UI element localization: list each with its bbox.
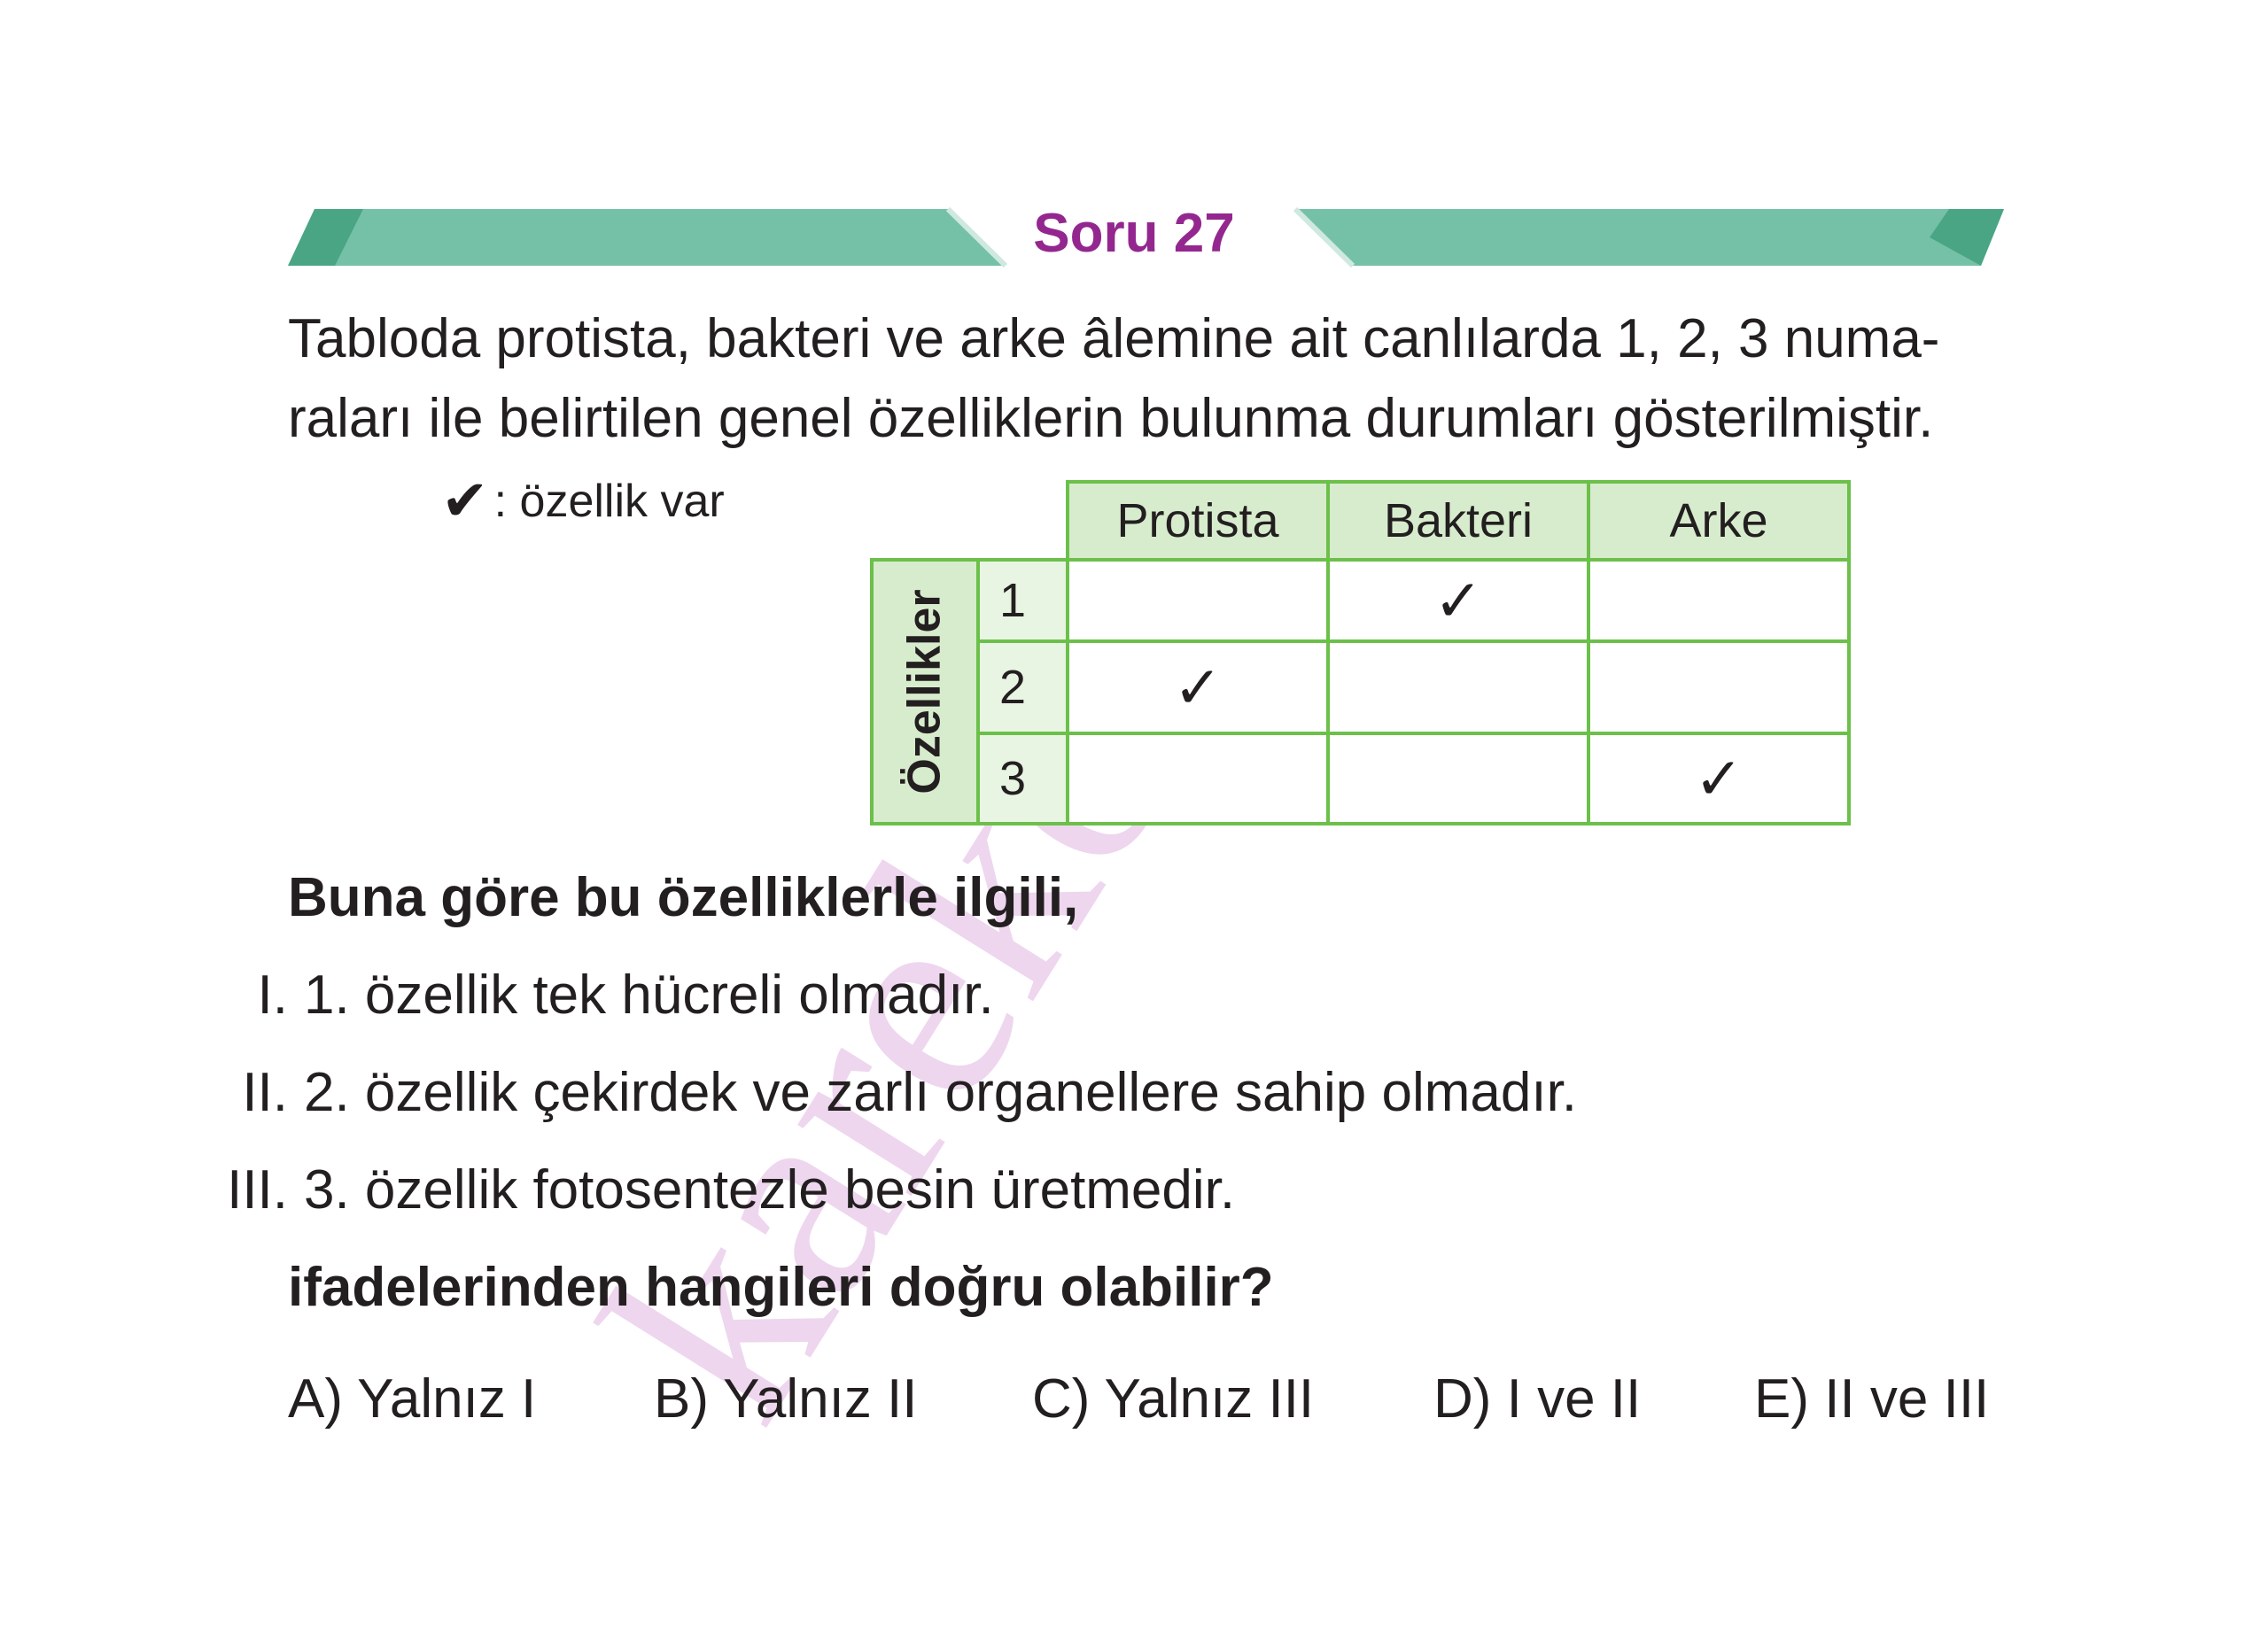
question-prompt: ifadelerinden hangileri doğru olabilir? (288, 1257, 1274, 1318)
option-b[interactable]: B) Yalnız II (654, 1368, 918, 1430)
statement-2: II. 2. özellik çekirdek ve zarlı organell… (201, 1061, 1577, 1124)
statement-3: III. 3. özellik fotosentezle besin üretme… (201, 1159, 1235, 1221)
table-cell (1587, 558, 1851, 643)
table-cell (1066, 732, 1330, 825)
row-label-2: 2 (976, 639, 1069, 735)
option-a[interactable]: A) Yalnız I (288, 1368, 537, 1430)
statement-text: 3. özellik fotosentezle besin üretmedir. (304, 1159, 1236, 1221)
column-header-bakteri: Bakteri (1326, 480, 1590, 562)
question-lead: Buna göre bu özelliklerle ilgili, (288, 867, 1079, 928)
checkmark-icon: ✔ (441, 469, 489, 532)
row-label-3: 3 (976, 732, 1069, 825)
row-label-1: 1 (976, 558, 1069, 643)
statement-number: II. (242, 1062, 288, 1123)
column-header-protista: Protista (1066, 480, 1330, 562)
statement-text: 2. özellik çekirdek ve zarlı organellere… (304, 1062, 1578, 1123)
statement-text: 1. özellik tek hücreli olmadır. (304, 965, 994, 1026)
title-banner (288, 206, 2004, 268)
table-cell (1066, 558, 1330, 643)
banner-left-ribbon (288, 206, 1008, 268)
statement-number: III. (227, 1159, 288, 1221)
statement-1: I. 1. özellik tek hücreli olmadır. (201, 964, 994, 1027)
banner-right-ribbon (1293, 206, 2004, 268)
question-intro: Tabloda protista, bakteri ve arke âlemin… (288, 299, 1939, 459)
table-cell: ✓ (1066, 639, 1330, 735)
row-group-header-label: Özellikler (899, 589, 951, 794)
statement-number: I. (257, 965, 288, 1026)
table-cell (1326, 732, 1590, 825)
option-e[interactable]: E) II ve III (1754, 1368, 1990, 1430)
table-cell: ✓ (1326, 558, 1590, 643)
table-cell: ✓ (1587, 732, 1851, 825)
legend: ✔: özellik var (441, 468, 725, 534)
question-title: Soru 27 (1033, 203, 1235, 264)
option-c[interactable]: C) Yalnız III (1032, 1368, 1315, 1430)
table-cell (1587, 639, 1851, 735)
option-d[interactable]: D) I ve II (1433, 1368, 1642, 1430)
legend-text: : özellik var (493, 476, 725, 527)
intro-line-2: raları ile belirtilen genel özelliklerin… (288, 388, 1934, 449)
row-group-header: Özellikler (870, 558, 980, 825)
intro-line-1: Tabloda protista, bakteri ve arke âlemin… (288, 308, 1940, 369)
table-cell (1326, 639, 1590, 735)
column-header-arke: Arke (1587, 480, 1851, 562)
